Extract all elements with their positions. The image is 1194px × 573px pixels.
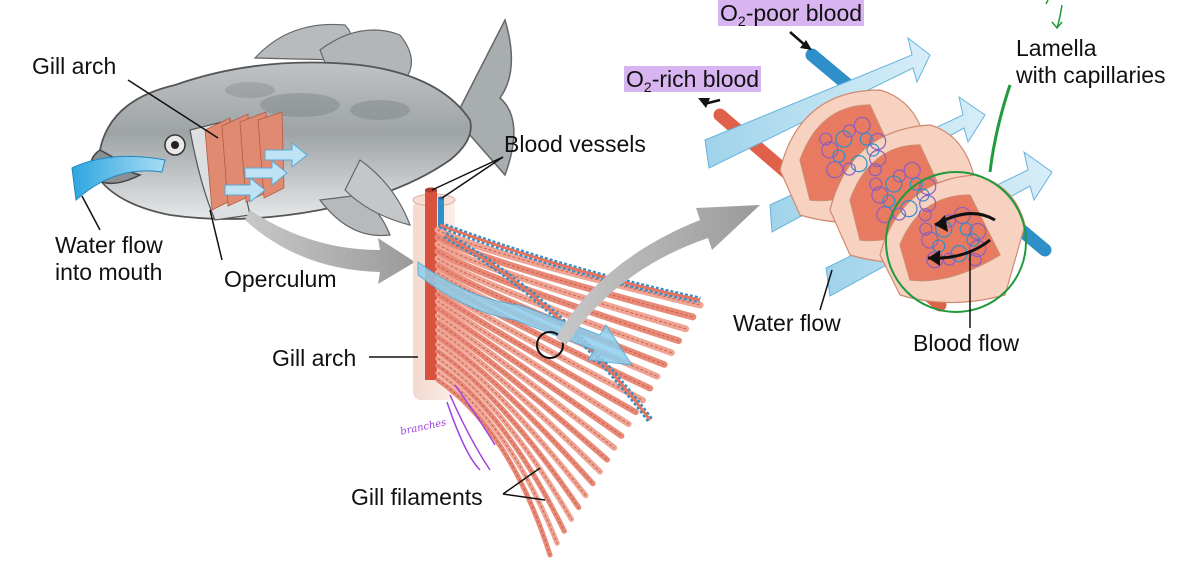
capillary-loop (882, 194, 896, 208)
label-operculum: Operculum (224, 266, 337, 292)
o2-poor-suffix: -poor blood (745, 0, 863, 26)
capillary-loop (969, 222, 987, 241)
capillary-loop (918, 208, 932, 222)
capillary-loop (859, 132, 873, 146)
label-water-flow: Water flow (733, 310, 841, 336)
capillary-loop (826, 161, 844, 179)
o2-poor-o: O (720, 0, 738, 26)
label-water-flow-line2: into mouth (55, 259, 163, 285)
gill-filament-texture (437, 329, 601, 473)
gill-filament-texture (437, 236, 694, 318)
capillary-loop (926, 251, 944, 269)
capillary-loop (876, 206, 894, 224)
capillary-loop (968, 253, 982, 267)
label-o2-poor-blood: O2-poor blood (718, 0, 865, 35)
gill-filament-texture (437, 293, 637, 413)
capillary-loop (892, 169, 906, 183)
label-gill-arch: Gill arch (272, 345, 357, 371)
capillary-loop (969, 239, 987, 258)
capillary-loop (959, 222, 973, 236)
gill-filament-texture (437, 350, 580, 508)
gill-filament-texture (437, 322, 608, 461)
label-gill-arch-fish: Gill arch (32, 53, 117, 79)
leader-lines-arch (369, 156, 546, 501)
gill-filament-texture (437, 308, 622, 437)
capillary-loop (869, 149, 887, 168)
o2-rich-o: O (626, 66, 644, 92)
gill-filament-texture (437, 243, 687, 330)
label-lamella-line1: Lamella (1016, 35, 1097, 61)
o2-rich-suffix: -rich blood (651, 66, 760, 92)
capillary-loop (921, 231, 939, 249)
leader-lines-fish (81, 79, 223, 261)
capillary-loop (919, 194, 937, 213)
capillary-loop (866, 143, 880, 157)
gill-filament-texture (437, 300, 630, 425)
gill-filament-texture (437, 336, 594, 485)
handwritten-branch-marks (446, 384, 496, 471)
gill-filament (435, 312, 618, 451)
gill-filament-texture (437, 379, 551, 556)
o2-poor-subscript: 2 (737, 13, 746, 29)
gill-filament-texture (437, 258, 672, 354)
capillary-loop (916, 188, 930, 202)
lamellae-illustration (704, 0, 1063, 313)
capillary-loop (832, 149, 846, 163)
label-water-flow-line1: Water flow (55, 232, 163, 258)
capillary-loop (819, 132, 833, 146)
capillary-loop (821, 141, 839, 159)
capillary-loop (869, 177, 883, 191)
leader-lines-lamellae (698, 31, 971, 328)
fish-illustration (71, 17, 515, 237)
capillary-loop (903, 161, 921, 180)
gill-arch-illustration (412, 187, 704, 558)
label-blood-flow: Blood flow (913, 330, 1020, 356)
gill-filament-texture (437, 343, 587, 496)
gill-filament-texture (437, 365, 565, 532)
label-gill-filaments: Gill filaments (351, 484, 483, 510)
capillary-loop (868, 163, 882, 177)
label-o2-rich-blood: O2-rich blood (624, 66, 762, 101)
capillary-loop (892, 207, 906, 221)
capillary-loop (842, 162, 856, 176)
zoom-arrow-1 (245, 210, 415, 284)
capillary-loop (909, 177, 923, 191)
label-blood-vessels: Blood vessels (504, 131, 646, 157)
capillary-loop (871, 186, 889, 204)
gill-filament-texture (437, 358, 572, 520)
o2-rich-subscript: 2 (643, 79, 652, 95)
gill-filament-texture (437, 250, 680, 342)
gill-filament-texture (437, 229, 701, 306)
capillary-loop (842, 124, 856, 138)
label-lamella-line2: with capillaries (1016, 62, 1166, 88)
capillary-loop (869, 132, 887, 151)
capillary-loop (919, 222, 933, 236)
label-water-flow-into-mouth: Water flow into mouth (55, 232, 163, 286)
capillary-loop (966, 233, 980, 247)
zoom-arrow-2 (556, 205, 760, 345)
label-lamella-with-capillaries: Lamella with capillaries (1016, 35, 1166, 89)
capillary-loop (853, 116, 871, 135)
